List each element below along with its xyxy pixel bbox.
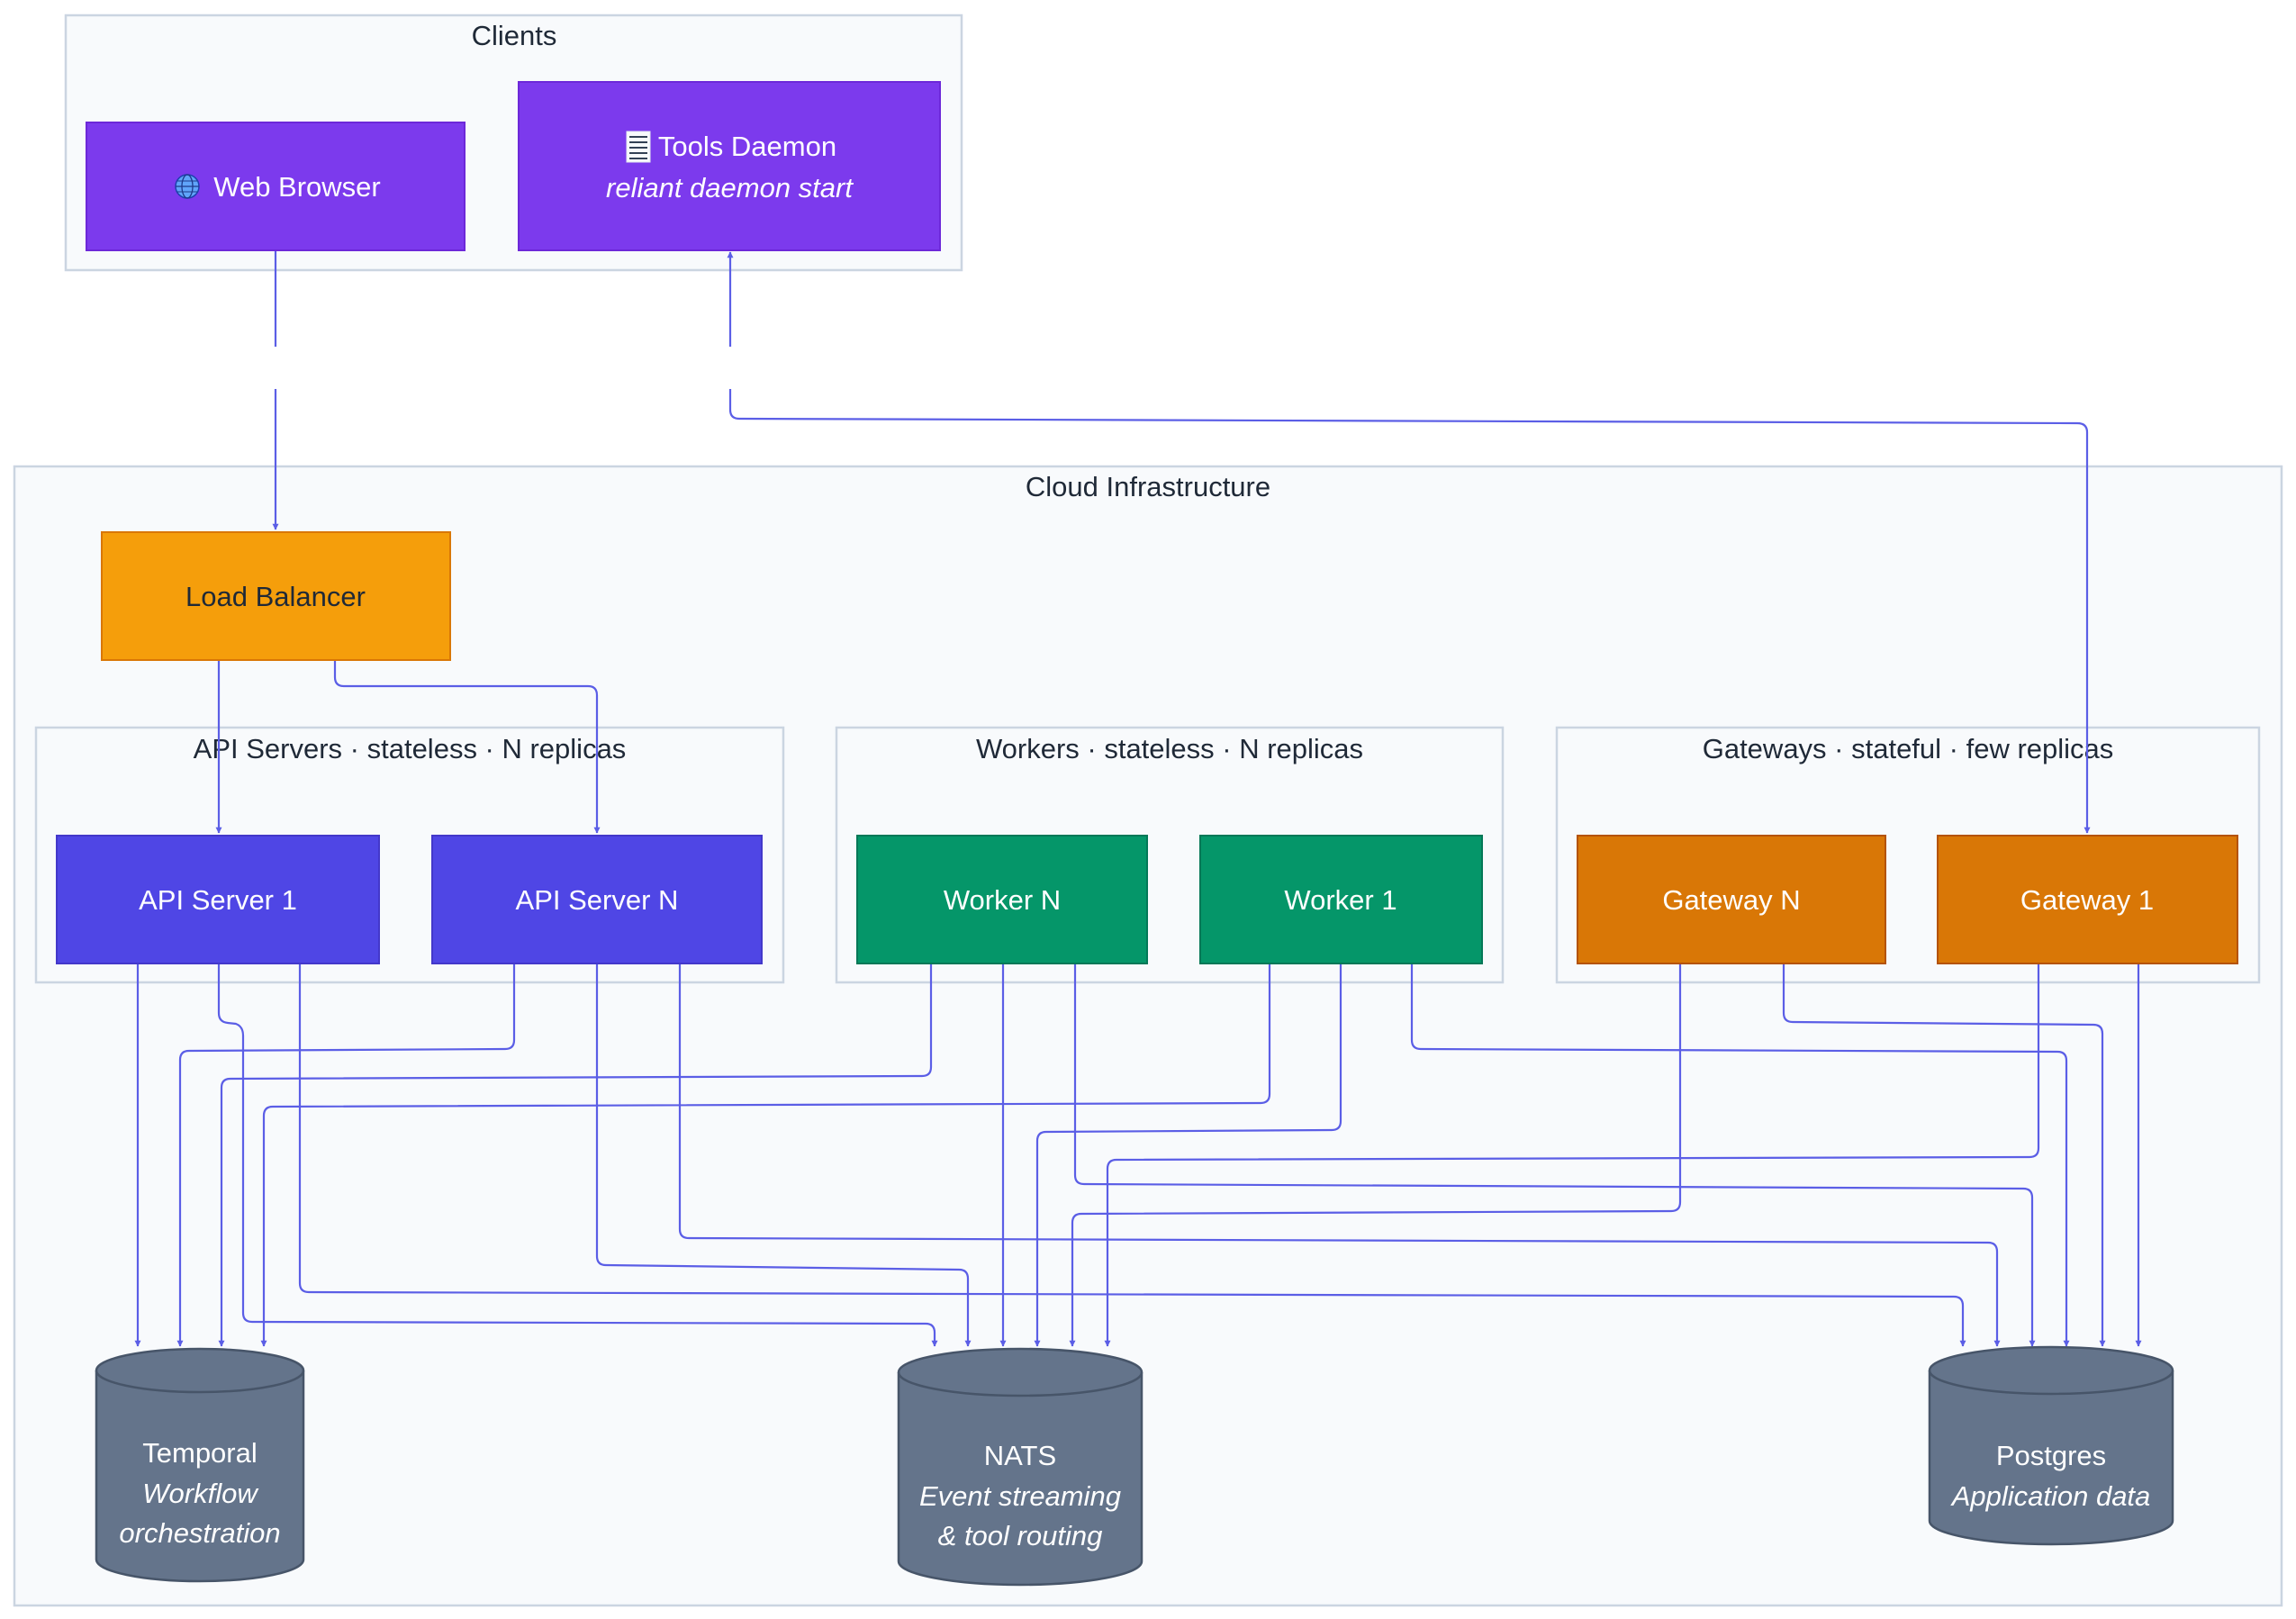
- workers-cluster-title: Workers · stateless · N replicas: [976, 733, 1363, 764]
- api-servers-cluster-title: API Servers · stateless · N replicas: [194, 733, 627, 764]
- edge-workern-to-temporal: [218, 963, 933, 1347]
- tools-daemon-node[interactable]: Tools Daemon reliant daemon start: [518, 81, 941, 251]
- api-server-1-node[interactable]: API Server 1: [56, 835, 380, 964]
- nats-cylinder: [897, 1347, 1143, 1587]
- postgres-cylinder: [1928, 1345, 2174, 1546]
- postgres-cylinder-rim: [1928, 1370, 2174, 1396]
- postgres-sub1: Application data: [1950, 1480, 2151, 1512]
- edge-lb-to-apin: [333, 660, 601, 834]
- load-balancer-box: [101, 531, 451, 661]
- load-balancer-node[interactable]: Load Balancer: [101, 531, 451, 661]
- worker-1-label: Worker 1: [1284, 884, 1397, 916]
- temporal-cylinder-rim: [95, 1370, 305, 1394]
- edge-worker1-to-nats: [1034, 963, 1342, 1347]
- tools-daemon-label: Tools Daemon: [658, 131, 836, 162]
- gateway-n-node[interactable]: Gateway N: [1577, 835, 1886, 964]
- web-browser-label: Web Browser: [213, 171, 381, 203]
- api-server-n-box: [431, 835, 763, 964]
- edge-api1-to-postgres: [298, 963, 1966, 1347]
- web-browser-node[interactable]: Web Browser: [86, 122, 466, 251]
- globe-icon: [175, 174, 200, 199]
- server-rack-icon: [626, 131, 651, 163]
- tools-daemon-sublabel: reliant daemon start: [606, 172, 854, 204]
- edge-apin-to-postgres: [678, 963, 2001, 1347]
- temporal-cylinder: [95, 1347, 305, 1583]
- gateway-n-label: Gateway N: [1662, 884, 1800, 916]
- worker-1-box: [1199, 835, 1483, 964]
- edge-gateway1-to-nats: [1104, 963, 2040, 1347]
- edges: [134, 250, 2142, 1347]
- edge-gatewayn-to-postgres: [1782, 963, 2106, 1347]
- tools-daemon-box: [518, 81, 941, 251]
- nats-label: NATS: [984, 1440, 1056, 1471]
- cloud-cluster-box: [13, 465, 2283, 1607]
- edge-apin-to-temporal: [176, 963, 516, 1347]
- worker-1-node[interactable]: Worker 1: [1199, 835, 1483, 964]
- edge-gateway1-to-daemon: [728, 389, 2091, 834]
- gateway-1-label: Gateway 1: [2020, 884, 2154, 916]
- nats-node[interactable]: NATS Event streaming & tool routing: [897, 1347, 1143, 1587]
- cloud-cluster: Cloud Infrastructure: [13, 465, 2283, 1607]
- gateways-cluster-title: Gateways · stateful · few replicas: [1703, 733, 2114, 764]
- temporal-sub1: Workflow: [142, 1478, 259, 1509]
- worker-n-box: [856, 835, 1148, 964]
- postgres-label: Postgres: [1996, 1440, 2106, 1471]
- web-browser-box: [86, 122, 466, 251]
- edge-worker1-to-postgres: [1410, 963, 2070, 1347]
- cloud-cluster-title: Cloud Infrastructure: [1026, 471, 1270, 502]
- edge-gatewayn-to-nats: [1069, 963, 1682, 1347]
- api-server-n-label: API Server N: [516, 884, 679, 916]
- load-balancer-label: Load Balancer: [185, 581, 366, 612]
- api-server-1-label: API Server 1: [139, 884, 297, 916]
- edge-workern-to-postgres: [1073, 963, 2036, 1347]
- nats-sub2: & tool routing: [938, 1520, 1103, 1551]
- api-server-n-node[interactable]: API Server N: [431, 835, 763, 964]
- temporal-node[interactable]: Temporal Workflow orchestration: [95, 1347, 305, 1583]
- nats-cylinder-rim: [897, 1371, 1143, 1397]
- edge-apin-to-nats: [595, 963, 972, 1347]
- api-server-1-box: [56, 835, 380, 964]
- worker-n-node[interactable]: Worker N: [856, 835, 1148, 964]
- postgres-node[interactable]: Postgres Application data: [1928, 1345, 2174, 1546]
- nats-sub1: Event streaming: [919, 1480, 1121, 1512]
- edge-api1-to-nats: [217, 963, 938, 1347]
- temporal-label: Temporal: [142, 1437, 258, 1469]
- gateway-n-box: [1577, 835, 1886, 964]
- worker-n-label: Worker N: [944, 884, 1061, 916]
- temporal-sub2: orchestration: [119, 1517, 280, 1549]
- clients-cluster-title: Clients: [472, 20, 557, 51]
- edge-worker1-to-temporal: [260, 963, 1271, 1347]
- gateway-1-node[interactable]: Gateway 1: [1937, 835, 2238, 964]
- gateway-1-box: [1937, 835, 2238, 964]
